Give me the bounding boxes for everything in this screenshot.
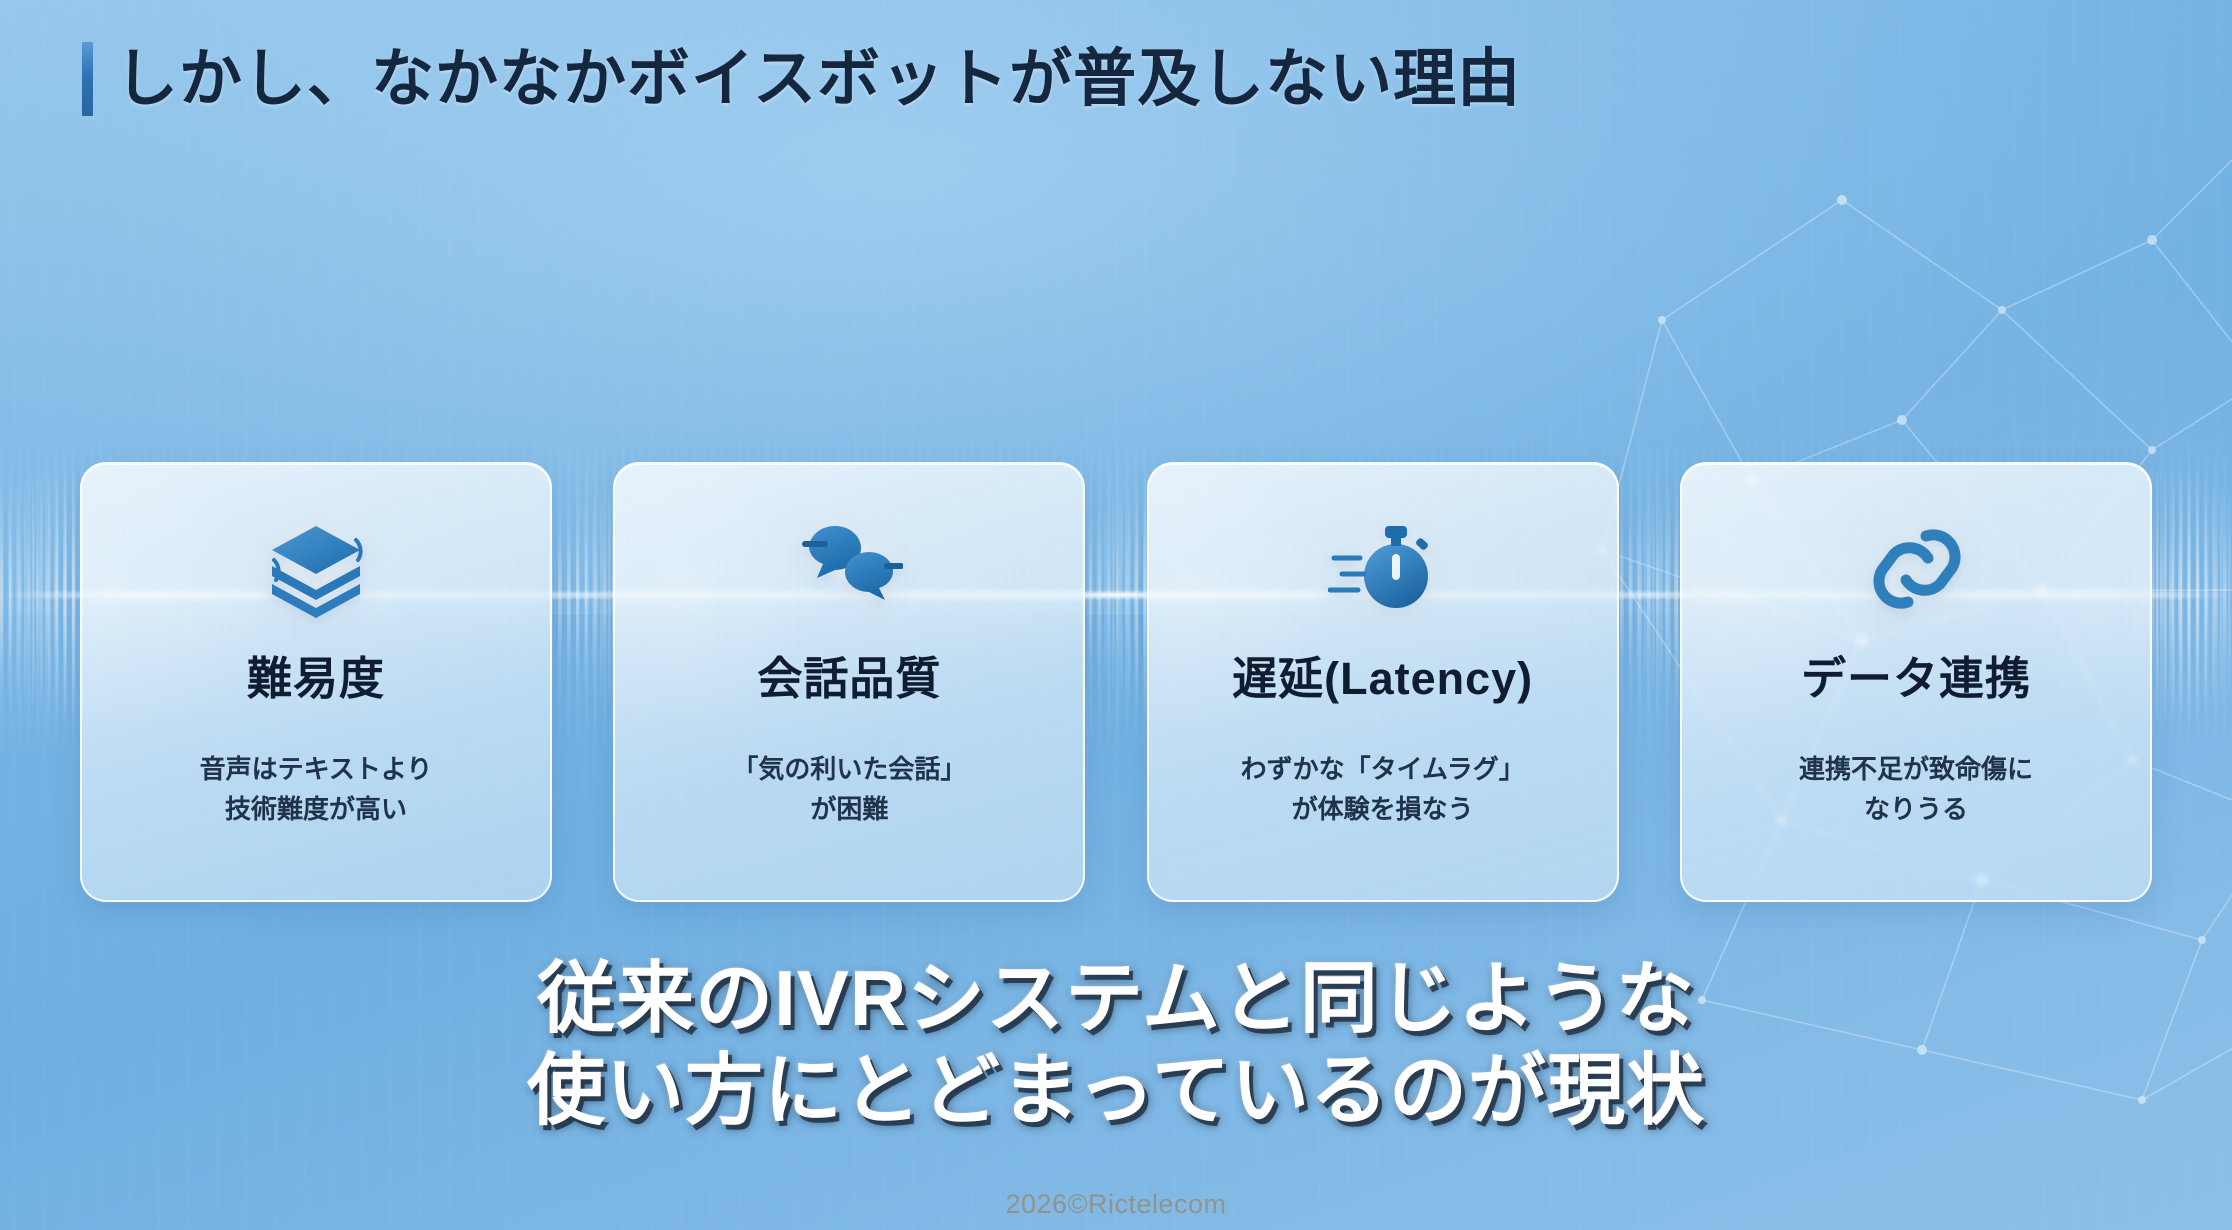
card-title: 遅延(Latency) (1232, 653, 1534, 704)
title-accent-bar (82, 42, 93, 116)
card-body: 音声はテキストより 技術難度が高い (199, 754, 433, 825)
card-conversation-quality[interactable]: 会話品質 「気の利いた会話」 が困難 (613, 462, 1086, 902)
footer-watermark: 2026©Rictelecom (1005, 1189, 1227, 1219)
subtitle-caption: 従来のIVRシステムと同じような 使い方にとどまっているのが現状 (527, 954, 1705, 1135)
stopwatch-speed-icon (1327, 516, 1438, 620)
card-body: 連携不足が致命傷に なりうる (1798, 754, 2033, 825)
card-title: 難易度 (246, 653, 385, 704)
card-difficulty[interactable]: 難易度 音声はテキストより 技術難度が高い (80, 462, 552, 902)
slide-title-row: しかし、なかなかボイスボットが普及しない理由 (82, 42, 1521, 116)
card-data-integration[interactable]: データ連携 連携不足が致命傷に なりうる (1679, 462, 2152, 902)
feature-card-row: 難易度 音声はテキストより 技術難度が高い 会 (80, 462, 2152, 902)
layers-stack-icon (261, 516, 371, 620)
card-title: 会話品質 (757, 653, 942, 704)
chat-bubbles-icon (794, 516, 904, 620)
card-latency[interactable]: 遅延(Latency) わずかな「タイムラグ」 が体験を損なう (1146, 462, 1619, 902)
card-body: わずかな「タイムラグ」 が体験を損なう (1240, 754, 1525, 825)
card-title: データ連携 (1800, 653, 2031, 704)
chain-link-icon (1861, 516, 1971, 620)
card-body: 「気の利いた会話」 が困難 (732, 754, 967, 825)
page-title: しかし、なかなかボイスボットが普及しない理由 (115, 43, 1522, 114)
